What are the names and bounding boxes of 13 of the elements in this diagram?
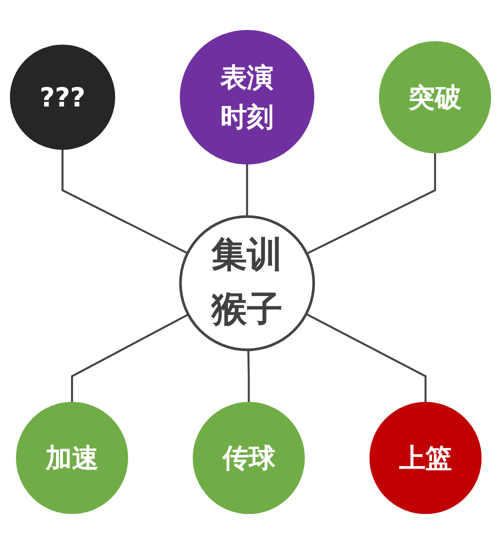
- node-circle: 加速: [16, 402, 128, 514]
- node-circle: ???: [10, 44, 116, 150]
- connector: [62, 149, 188, 254]
- node-circle: 上篮: [369, 402, 482, 514]
- connector: [71, 314, 189, 403]
- node-circle: 突破: [378, 41, 492, 154]
- connector: [247, 350, 250, 403]
- node-circle: 集训猴子: [179, 215, 315, 352]
- connector: [246, 164, 248, 217]
- connector: [306, 313, 427, 403]
- node-circle: 表演时刻: [180, 30, 314, 164]
- connector: [306, 152, 436, 255]
- node-circle: 传球: [192, 402, 305, 514]
